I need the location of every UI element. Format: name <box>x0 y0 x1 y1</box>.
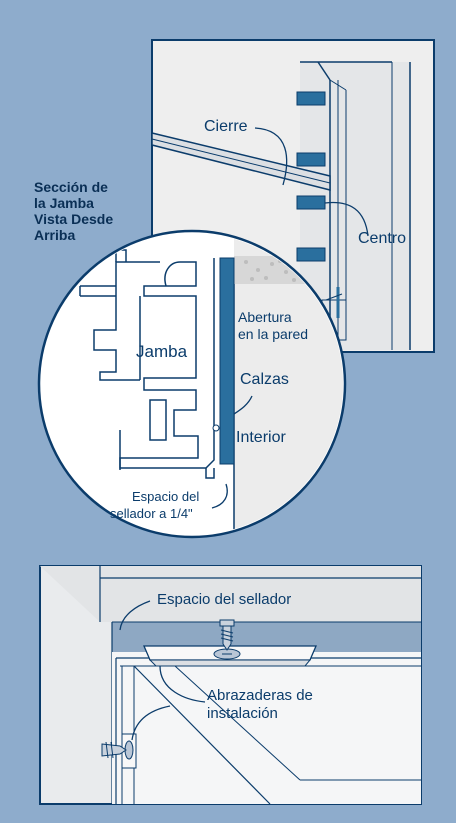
label-interior: Interior <box>236 429 286 446</box>
label-centro: Centro <box>358 230 407 247</box>
label-cierre: Cierre <box>204 118 248 135</box>
label-abrazaderas-line2: instalación <box>207 705 278 722</box>
label-abrazaderas-line1: Abrazaderas de <box>207 687 313 704</box>
section-title-line4: Arriba <box>34 227 76 243</box>
shim-1 <box>296 91 326 106</box>
screw-icon <box>219 619 235 651</box>
label-abertura-line1: Abertura <box>238 309 292 325</box>
head-clip-panel <box>39 565 422 805</box>
clip-icon <box>143 645 317 667</box>
label-abertura-line2: en la pared <box>238 326 309 342</box>
section-title-line3: Vista Desde <box>34 211 114 227</box>
shim-2 <box>296 152 326 167</box>
section-title-line1: Sección de <box>34 179 108 195</box>
section-title-line2: la Jamba <box>34 195 94 211</box>
label-calzas: Calzas <box>240 371 289 388</box>
label-espacio-line1: Espacio del <box>132 489 200 504</box>
side-clip <box>101 733 137 769</box>
label-jamba: Jamba <box>136 342 188 361</box>
label-espacio-line2: sellador a 1/4" <box>110 506 193 521</box>
shim-3 <box>296 195 326 210</box>
shim-4 <box>296 247 326 262</box>
label-espacio-sellador: Espacio del sellador <box>157 591 292 608</box>
